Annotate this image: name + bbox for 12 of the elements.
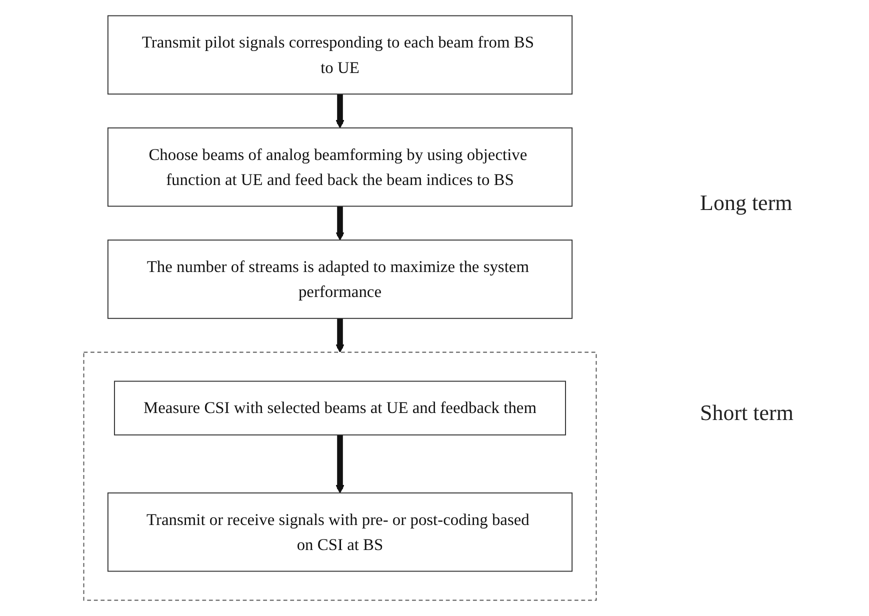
node-box: Transmit pilot signals corresponding to each beam from BS to UE [107,15,573,95]
node-box: The number of streams is adapted to maximize the system performance [107,240,573,319]
arrow [336,206,344,240]
bracket-label: Long term [700,190,794,216]
arrow [336,318,344,353]
node-box: Choose beams of analog beamforming by using objective function at UE and feed back the beam indices to BS [107,127,573,207]
cluster [83,352,597,601]
bracket-label: Short term [700,400,794,426]
arrow [336,434,344,494]
arrow [336,94,344,128]
node-box: Transmit or receive signals with pre- or post-coding based on CSI at BS [107,492,573,572]
node-box: Measure CSI with selected beams at UE and feedback them [114,380,566,436]
